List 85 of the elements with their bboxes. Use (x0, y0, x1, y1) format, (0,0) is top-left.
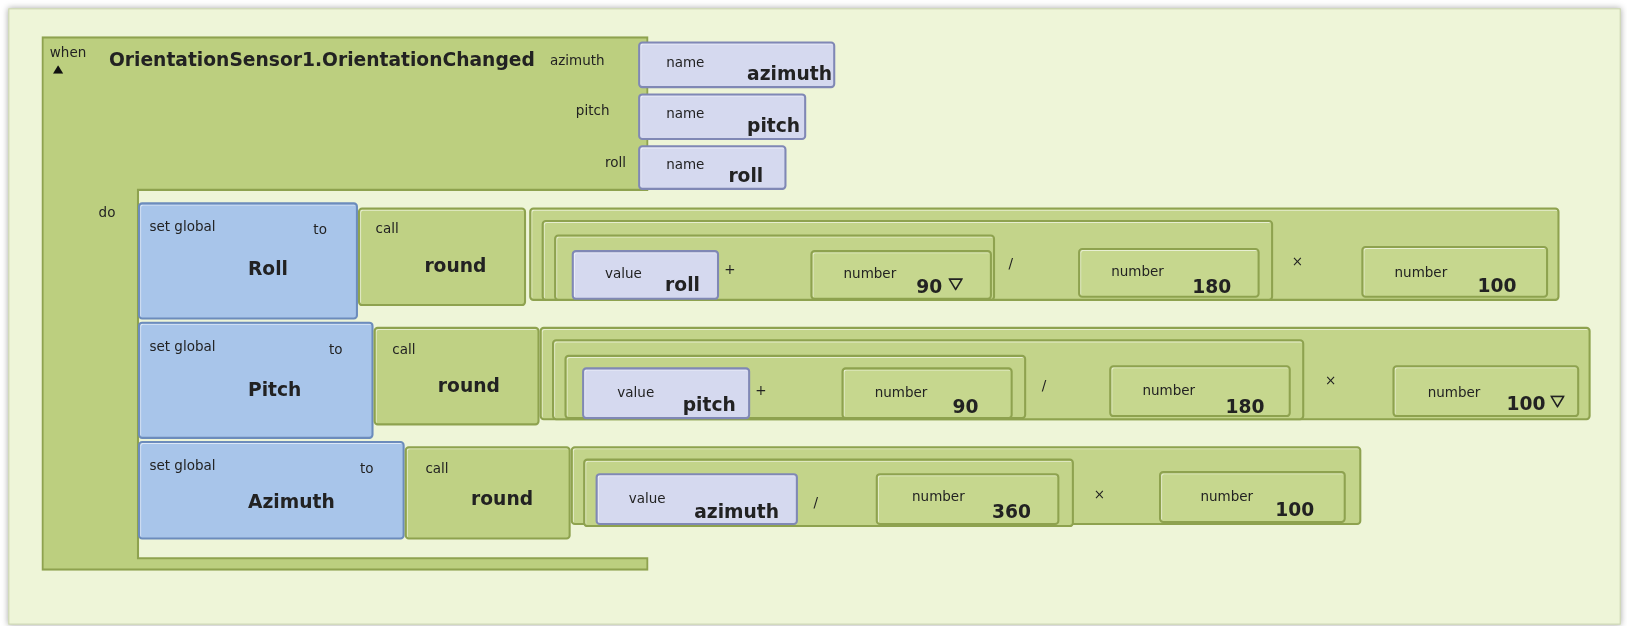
block-value-label: 180 (1192, 277, 1232, 296)
block-value-label: round (471, 489, 534, 509)
operator-sign: × (1325, 373, 1337, 387)
math-operator-block (552, 339, 1305, 421)
math-operator-block (570, 446, 1362, 526)
operator-sign: / (1008, 256, 1014, 270)
parameter-name-block (638, 145, 787, 190)
block-keyword: number (1200, 489, 1254, 504)
block-value-label: 100 (1275, 500, 1315, 519)
block-value-label: azimuth (747, 64, 832, 83)
block-value-label: Roll (248, 259, 288, 279)
block-keyword: to (360, 461, 374, 476)
number-block (841, 367, 1013, 420)
math-operator-block (539, 326, 1591, 421)
block-value-label: OrientationSensor1.OrientationChanged (108, 50, 535, 70)
number-block (1159, 471, 1346, 523)
number-block (1392, 365, 1580, 418)
block-keyword: call (425, 461, 449, 476)
block-keyword: set global (149, 458, 216, 473)
block-keyword: number (874, 386, 928, 400)
block-value-label: round (437, 376, 500, 396)
block-keyword: roll (604, 155, 626, 170)
block-value-label: pitch (747, 116, 801, 135)
math-operator-block (564, 354, 1027, 420)
block-value-label: 100 (1477, 276, 1517, 295)
block-keyword: set global (149, 339, 216, 353)
block-keyword: number (1394, 265, 1448, 280)
operator-sign: × (1291, 254, 1304, 268)
variable-value-block (571, 250, 720, 300)
variable-value-block (582, 367, 751, 420)
block-keyword: name (666, 157, 705, 172)
block-value-label: Pitch (248, 380, 302, 400)
number-block (1109, 365, 1291, 418)
block-value-label: pitch (682, 395, 736, 414)
number-block (875, 473, 1060, 526)
block-keyword: set global (149, 219, 216, 234)
parameter-name-block (638, 93, 807, 141)
block-keyword: when (49, 45, 87, 60)
block-keyword: number (1142, 383, 1196, 398)
procedure-call-block (357, 207, 527, 307)
set-global-block (138, 441, 405, 540)
block-keyword: number (912, 489, 965, 504)
block-value-label: roll (728, 166, 764, 185)
block-value-label: 90 (952, 397, 979, 417)
operator-sign: + (724, 262, 736, 276)
math-operator-block (541, 219, 1274, 301)
procedure-call-block (373, 326, 540, 426)
block-keyword: pitch (575, 103, 610, 118)
block-keyword: value (628, 491, 666, 506)
operator-sign: × (1093, 487, 1105, 502)
set-global-block (138, 202, 358, 320)
block-keyword: call (392, 342, 416, 356)
block-keyword: name (666, 56, 705, 70)
block-keyword: to (313, 223, 327, 237)
block-keyword: number (843, 266, 897, 281)
block-value-label: 100 (1506, 394, 1546, 413)
operator-sign: / (1041, 378, 1047, 393)
block-value-label: 360 (991, 502, 1031, 521)
math-operator-block (583, 458, 1074, 528)
block-keyword: number (1427, 386, 1481, 400)
math-operator-block (529, 207, 1560, 301)
operator-sign: + (755, 383, 767, 398)
block-value-label: azimuth (694, 502, 780, 521)
set-global-block (138, 321, 374, 439)
block-value-label: 180 (1225, 397, 1265, 417)
block-value-label: round (424, 256, 487, 275)
block-value-label: 90 (916, 277, 943, 296)
variable-value-block (595, 473, 798, 526)
block-value-label: Azimuth (248, 492, 335, 512)
number-block (1361, 245, 1549, 298)
math-operator-block (554, 234, 996, 301)
block-keyword: value (604, 266, 642, 281)
parameter-name-block (638, 41, 836, 89)
procedure-call-block (404, 446, 571, 540)
block-keyword: azimuth (549, 53, 605, 68)
block-keyword: value (617, 386, 655, 400)
block-value-label: roll (665, 274, 700, 294)
block-keyword: call (375, 222, 399, 236)
block-keyword: number (1111, 264, 1164, 279)
block-keyword: do (98, 205, 116, 219)
number-block (1078, 248, 1260, 298)
number-block (810, 250, 992, 300)
block-keyword: to (328, 342, 343, 356)
block-keyword: name (666, 106, 705, 121)
operator-sign: / (813, 495, 819, 510)
